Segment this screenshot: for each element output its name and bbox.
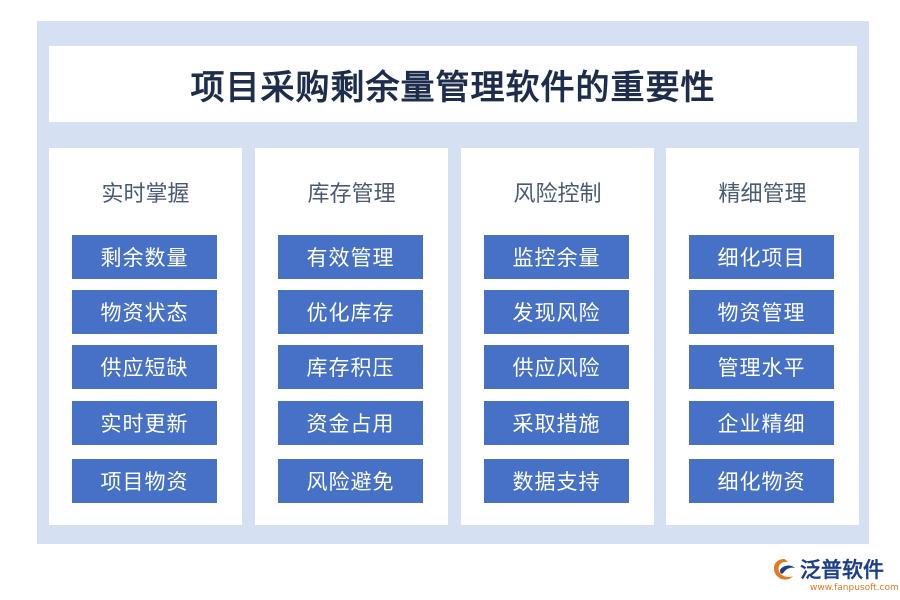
column-risk: 风险控制 监控余量 发现风险 供应风险 采取措施 数据支持	[461, 148, 654, 525]
item-box: 库存积压	[278, 345, 423, 389]
item-box: 供应短缺	[72, 345, 217, 389]
column-heading: 实时掌握	[101, 182, 190, 207]
column-heading: 风险控制	[513, 182, 602, 207]
item-box: 管理水平	[689, 345, 834, 389]
title-box: 项目采购剩余量管理软件的重要性	[49, 46, 857, 122]
column-fine-management: 精细管理 细化项目 物资管理 管理水平 企业精细 细化物资	[666, 148, 859, 525]
column-realtime: 实时掌握 剩余数量 物资状态 供应短缺 实时更新 项目物资	[49, 148, 242, 525]
item-box: 优化库存	[278, 290, 423, 334]
logo-brand-name: 泛普软件	[800, 558, 884, 582]
page-title: 项目采购剩余量管理软件的重要性	[190, 67, 716, 108]
item-box: 数据支持	[484, 459, 629, 503]
logo-url: www.fanpusoft.com	[810, 583, 899, 593]
item-box: 项目物资	[72, 459, 217, 503]
item-box: 供应风险	[484, 345, 629, 389]
item-box: 风险避免	[278, 459, 423, 503]
item-box: 发现风险	[484, 290, 629, 334]
item-box: 实时更新	[72, 401, 217, 445]
item-box: 企业精细	[689, 401, 834, 445]
item-box: 物资管理	[689, 290, 834, 334]
fanpu-logo-icon	[774, 559, 795, 580]
column-inventory: 库存管理 有效管理 优化库存 库存积压 资金占用 风险避免	[255, 148, 448, 525]
item-box: 有效管理	[278, 235, 423, 279]
item-box: 资金占用	[278, 401, 423, 445]
column-heading: 库存管理	[307, 182, 396, 207]
item-box: 剩余数量	[72, 235, 217, 279]
item-box: 监控余量	[484, 235, 629, 279]
item-box: 细化项目	[689, 235, 834, 279]
item-box: 细化物资	[689, 459, 834, 503]
item-box: 物资状态	[72, 290, 217, 334]
brand-logo: 泛普软件 www.fanpusoft.com	[770, 552, 899, 598]
item-box: 采取措施	[484, 401, 629, 445]
column-heading: 精细管理	[718, 182, 807, 207]
